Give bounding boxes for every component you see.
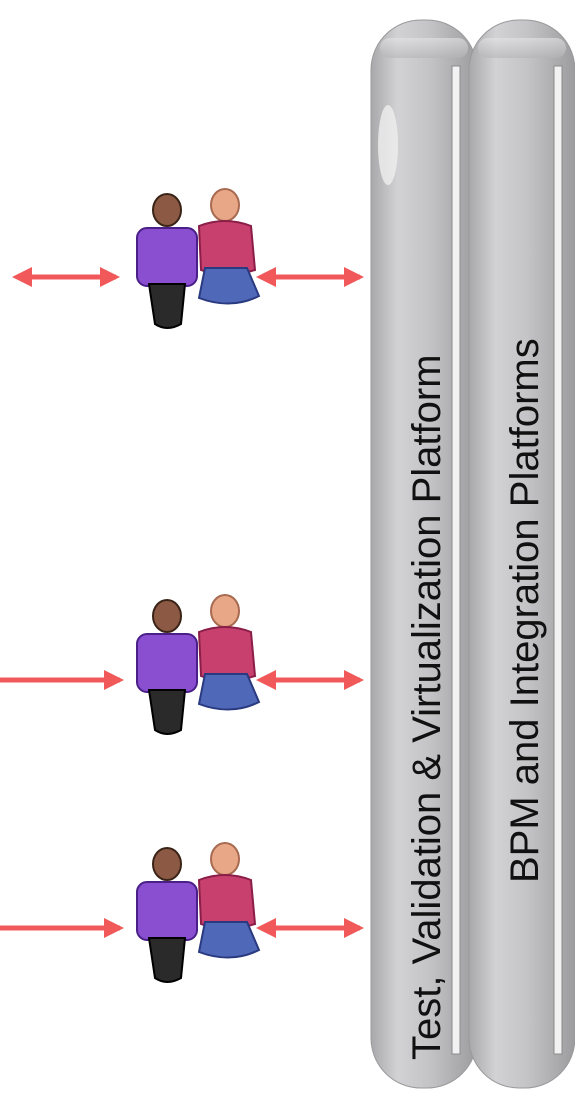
user-pair-icon bbox=[136, 842, 261, 983]
user-pair-icon bbox=[136, 594, 261, 735]
platform-label-test-validation: Test, Validation & Virtualization Platfo… bbox=[405, 354, 449, 1060]
user-pair-icon bbox=[136, 188, 261, 329]
platform-label-bpm-integration: BPM and Integration Platforms bbox=[503, 338, 547, 883]
platform-bpm-integration: BPM and Integration Platforms bbox=[468, 19, 575, 1089]
platform-test-validation: Test, Validation & Virtualization Platfo… bbox=[370, 19, 478, 1089]
